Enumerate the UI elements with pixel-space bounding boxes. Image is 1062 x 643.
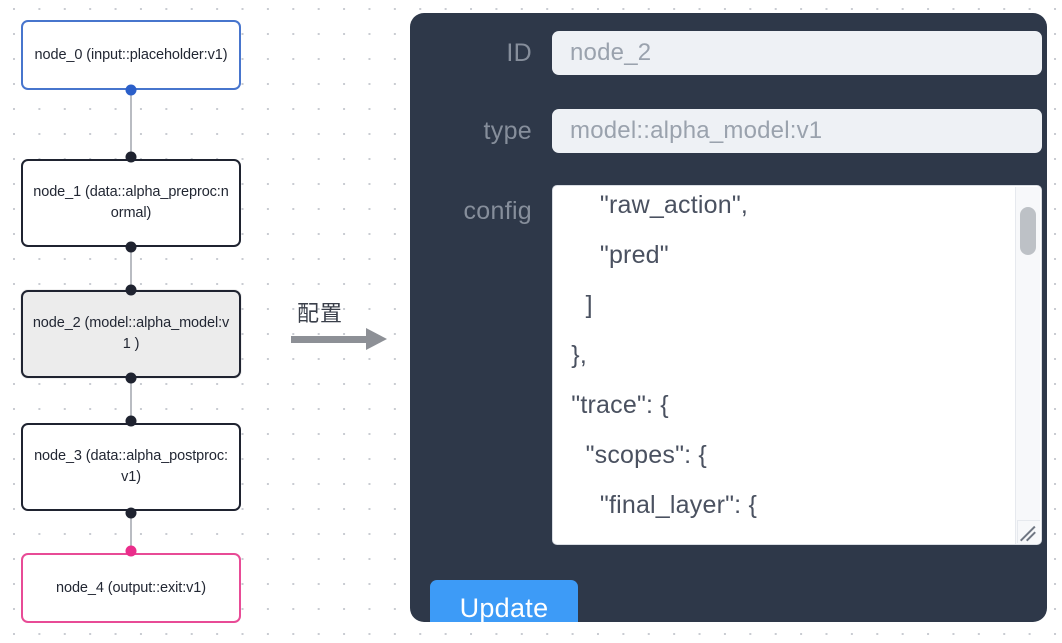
node-handle-source-node_0[interactable] — [125, 84, 137, 96]
node-handle-source-node_2[interactable] — [125, 372, 137, 384]
graph-node-node_4[interactable]: node_4 (output::exit:v1) — [21, 553, 241, 623]
node-handle-target-node_4[interactable] — [125, 545, 137, 557]
edge-node2-node3 — [130, 376, 132, 419]
annotation-arrow: 配置 — [291, 296, 399, 358]
node-handle-target-node_2[interactable] — [125, 284, 137, 296]
field-row-config: config "raw_action", "pred" ] }, "trace"… — [430, 185, 1042, 545]
node-handle-source-node_1[interactable] — [125, 241, 137, 253]
config-field-label: config — [463, 197, 532, 225]
graph-node-node_3[interactable]: node_3 (data::alpha_postproc: v1) — [21, 423, 241, 511]
graph-node-node_0[interactable]: node_0 (input::placeholder:v1) — [21, 20, 241, 90]
node-handle-target-node_1[interactable] — [125, 151, 137, 163]
field-row-id: ID — [430, 31, 1042, 75]
graph-node-label: node_4 (output::exit:v1) — [56, 579, 206, 596]
graph-node-label: node_0 (input::placeholder:v1) — [34, 46, 228, 63]
edge-node1-node2 — [130, 245, 132, 290]
config-textarea-wrapper: "raw_action", "pred" ] }, "trace": { "sc… — [552, 185, 1042, 545]
id-field-label: ID — [506, 39, 532, 67]
node-handle-source-node_3[interactable] — [125, 507, 137, 519]
config-scrollbar[interactable] — [1015, 187, 1040, 544]
config-text-content: "raw_action", "pred" ] }, "trace": { "sc… — [571, 191, 789, 544]
config-textarea[interactable]: "raw_action", "pred" ] }, "trace": { "sc… — [552, 185, 1042, 545]
graph-node-label: node_1 (data::alpha_preproc:n ormal) — [33, 184, 229, 221]
graph-node-label: node_3 (data::alpha_postproc: v1) — [34, 448, 228, 485]
type-input[interactable] — [552, 109, 1042, 153]
update-button[interactable]: Update — [430, 580, 578, 622]
arrow-shaft-icon — [291, 336, 369, 343]
graph-node-label: node_2 (model::alpha_model:v1 ) — [32, 315, 230, 352]
graph-node-node_1[interactable]: node_1 (data::alpha_preproc:n ormal) — [21, 159, 241, 247]
node-inspector-panel: ID type config "raw_action", "pred" ] },… — [410, 13, 1047, 622]
graph-node-node_2[interactable]: node_2 (model::alpha_model:v1 ) — [21, 290, 241, 378]
config-scrollbar-thumb[interactable] — [1020, 207, 1036, 255]
field-row-type: type — [430, 109, 1042, 153]
edge-node0-node1 — [130, 88, 132, 160]
arrow-head-icon — [366, 328, 387, 350]
edge-node3-node4 — [130, 511, 132, 548]
node-handle-target-node_3[interactable] — [125, 415, 137, 427]
resize-grip-icon[interactable] — [1017, 520, 1040, 543]
type-field-label: type — [483, 117, 532, 145]
id-input[interactable] — [552, 31, 1042, 75]
annotation-label: 配置 — [297, 302, 344, 327]
